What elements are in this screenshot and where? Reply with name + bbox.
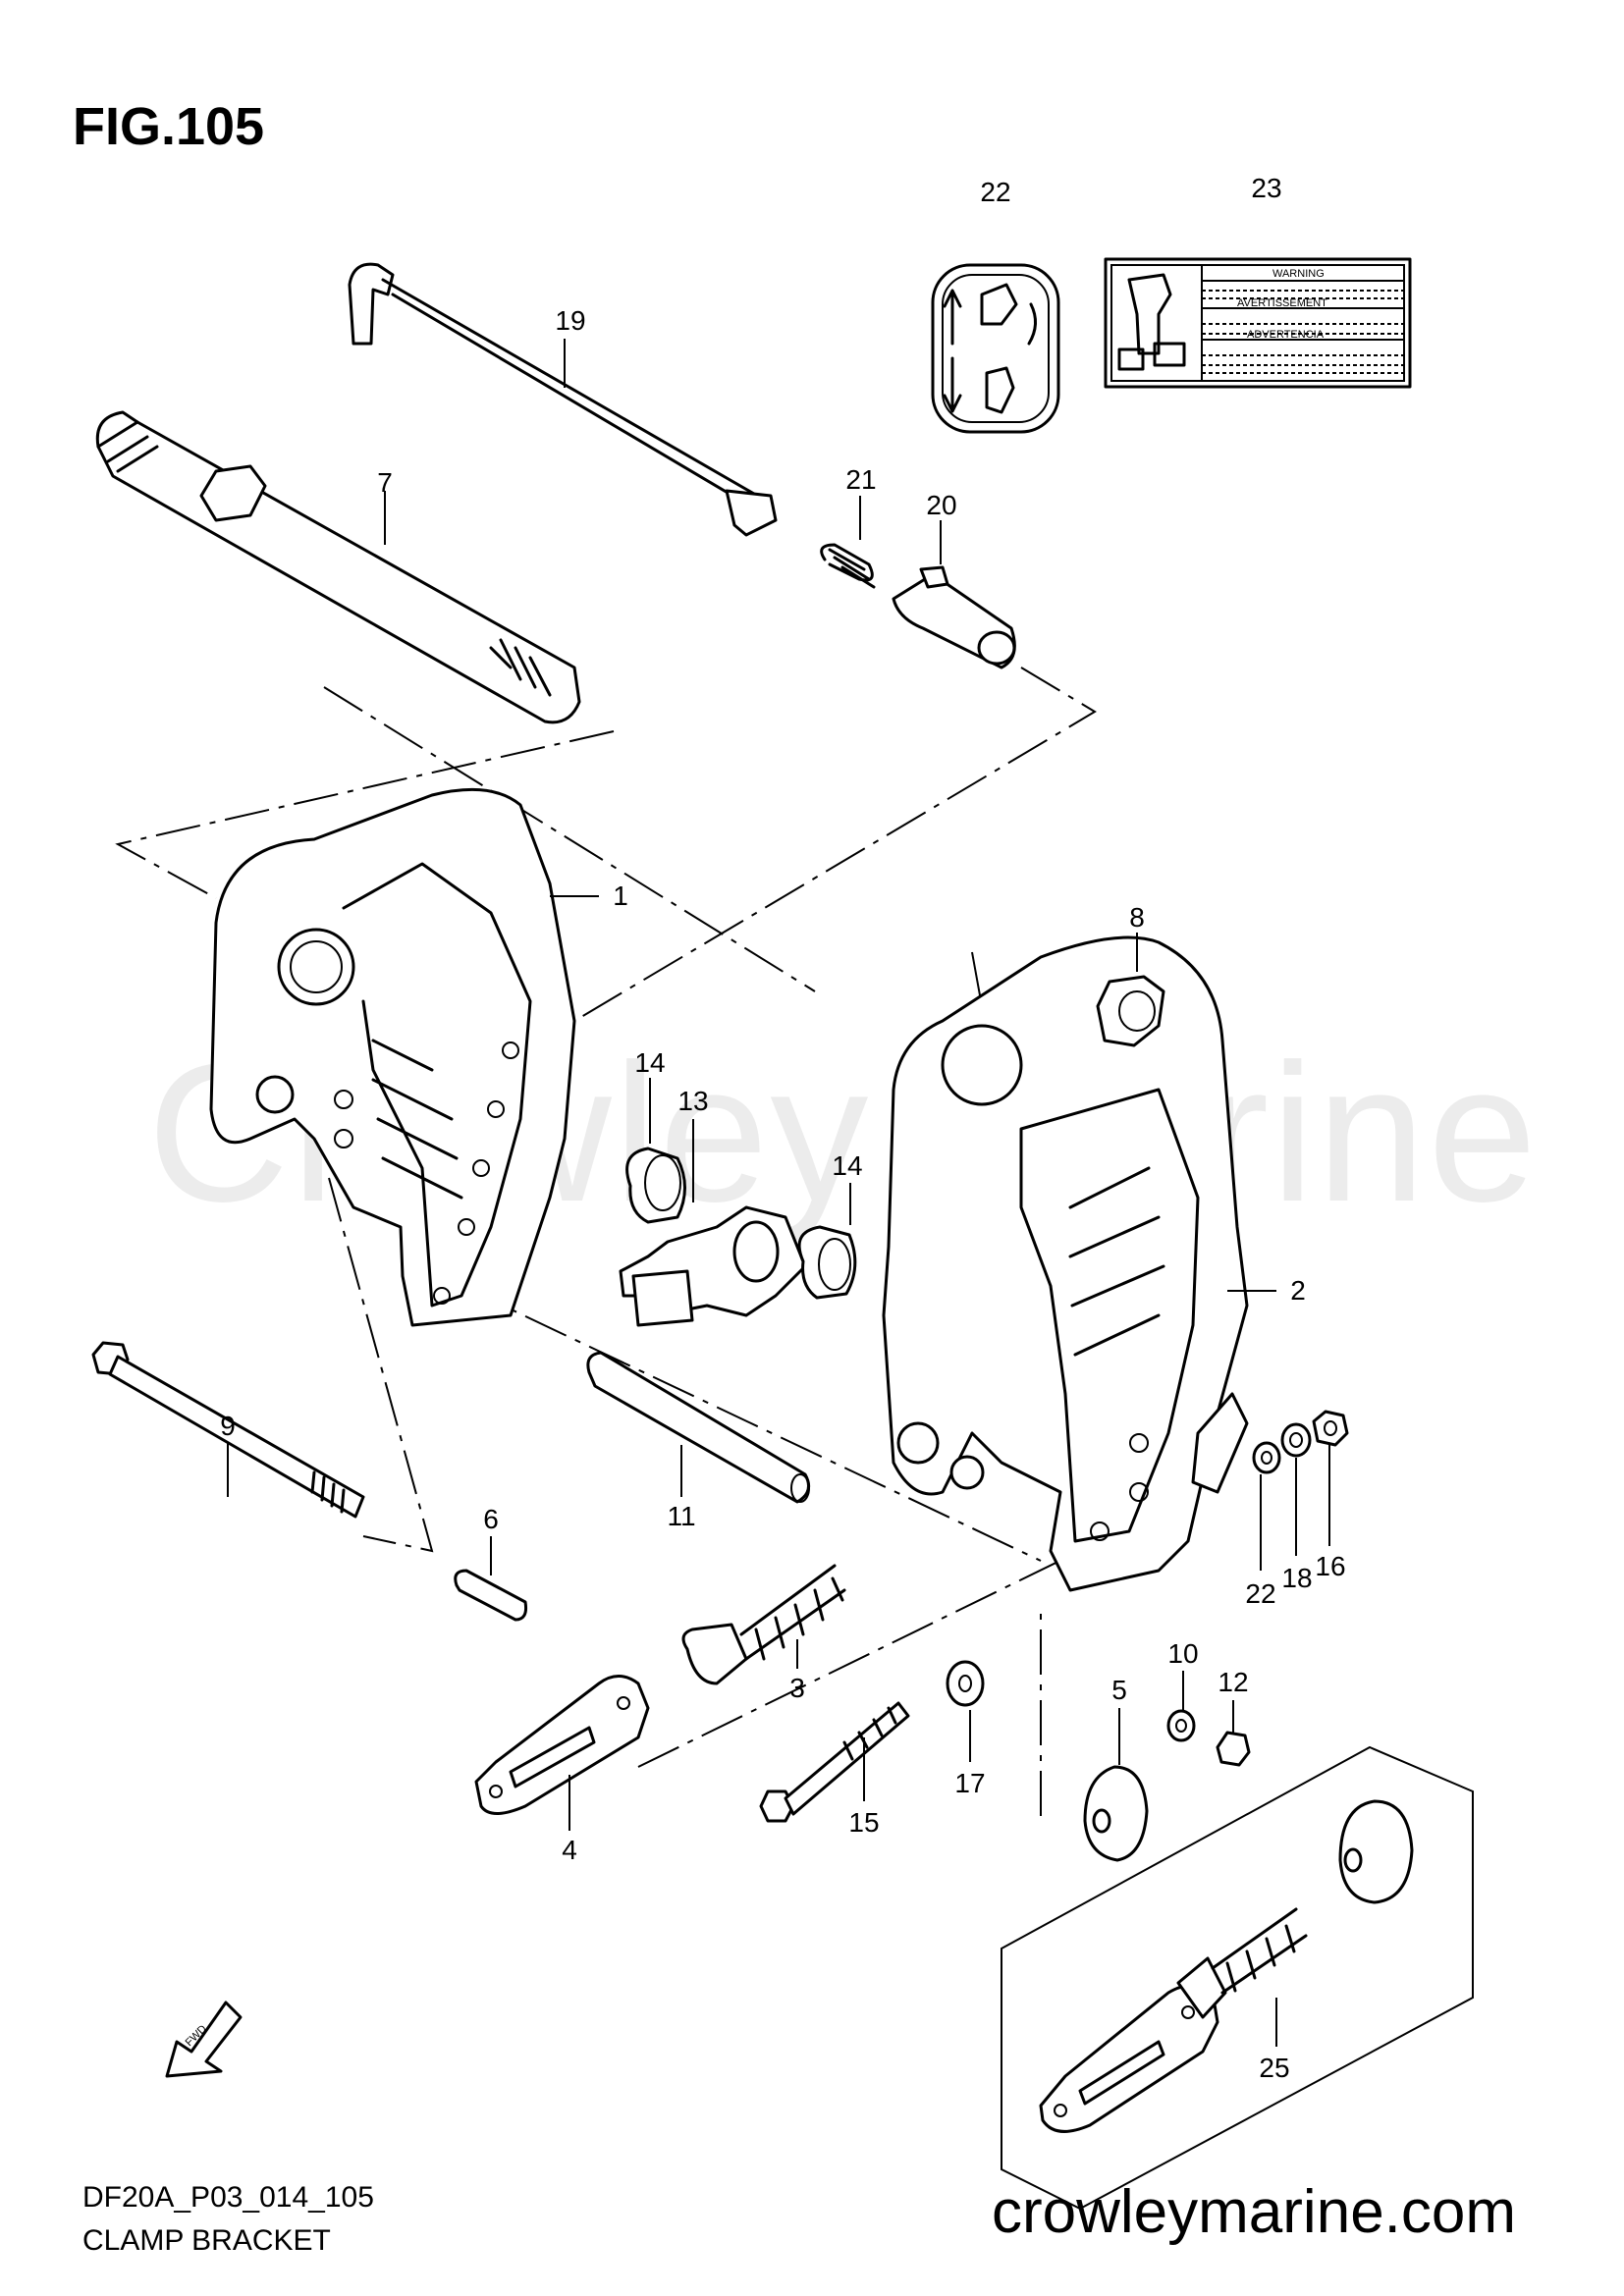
callout-22[interactable]: 22 [1245,1578,1276,1609]
callout-11[interactable]: 11 [667,1501,696,1531]
callout-14-a[interactable]: 14 [634,1047,666,1078]
callout-23[interactable]: 22 [980,177,1011,207]
assembly-line-20 [549,667,1097,1037]
part-14-bushing-a[interactable] [625,1078,686,1224]
part-7-clamp-bolt[interactable] [95,410,581,724]
part-2-clamp-bracket-right[interactable] [882,935,1276,1592]
model-code: DF20A_P03_014_105 [82,2181,374,2214]
part-16-nut[interactable] [1312,1410,1349,1546]
part-10-washer[interactable] [1166,1671,1196,1742]
assembly-line-14 [323,686,816,992]
callout-18[interactable]: 18 [1281,1563,1313,1593]
callout-15[interactable]: 15 [848,1807,880,1838]
part-19-tilt-rod[interactable] [348,262,778,537]
callout-2[interactable]: 2 [1290,1275,1306,1306]
part-4-stopper-arm[interactable] [474,1675,650,1832]
callout-20[interactable]: 20 [926,490,957,520]
callout-24[interactable]: 23 [1251,173,1282,203]
callout-13[interactable]: 13 [677,1086,709,1116]
part-5-cap[interactable] [1083,1708,1149,1862]
part-12-nut[interactable] [1216,1700,1251,1767]
part-1-clamp-bracket-left[interactable] [209,787,599,1327]
part-8-nut[interactable] [1096,933,1165,1047]
callout-12[interactable]: 12 [1218,1667,1249,1697]
callout-5[interactable]: 5 [1111,1675,1127,1705]
part-25-stopper-kit[interactable] [1001,1745,1474,2211]
part-24-warning-label[interactable]: WARNING AVERTISSEMENT ADVERTENCIA [1104,257,1412,389]
assembly-line-9 [328,1177,434,1553]
advertencia-text: ADVERTENCIA [1247,329,1325,341]
assembly-line-11 [460,1285,1042,1562]
callout-19[interactable]: 19 [555,305,586,336]
part-18-lock-washer[interactable] [1280,1422,1312,1556]
figure-title: FIG.105 [73,97,265,156]
website-link[interactable]: crowleymarine.com [992,2178,1517,2246]
part-14-bushing-b[interactable] [797,1183,857,1300]
callout-3[interactable]: 3 [789,1673,805,1703]
callout-8[interactable]: 8 [1129,902,1145,933]
part-22-washer[interactable] [1252,1441,1281,1571]
part-15-bolt[interactable] [759,1701,910,1823]
avertissement-text: AVERTISSEMENT [1237,297,1327,309]
part-13-thrust-clip[interactable] [619,1119,807,1327]
part-9-long-bolt[interactable] [91,1341,365,1519]
callout-21[interactable]: 21 [845,464,877,495]
assembly-line-17 [637,1550,1081,1768]
part-17-washer[interactable] [946,1660,985,1762]
part-6-pin[interactable] [454,1536,527,1622]
warning-text: WARNING [1272,268,1325,280]
figure-name: CLAMP BRACKET [82,2224,331,2257]
callout-10[interactable]: 10 [1167,1638,1199,1669]
callout-9[interactable]: 9 [220,1411,236,1441]
part-11-spacer-tube[interactable] [586,1351,811,1504]
part-20-lock-lever[interactable] [892,520,1016,669]
part-3-spring-plunger[interactable] [681,1564,846,1685]
callout-7[interactable]: 7 [377,467,393,498]
callout-1[interactable]: 1 [613,881,628,911]
part-23-tilt-label[interactable] [931,263,1060,434]
callout-16[interactable]: 16 [1315,1551,1346,1581]
callout-25[interactable]: 25 [1259,2053,1290,2083]
fwd-arrow-icon: FWD [165,2001,243,2078]
callout-17[interactable]: 17 [954,1768,986,1798]
callout-6[interactable]: 6 [483,1504,499,1534]
callout-4[interactable]: 4 [562,1835,577,1865]
callout-14-b[interactable]: 14 [832,1150,863,1181]
part-21-spring[interactable] [820,496,876,589]
assembly-line-7 [115,730,615,899]
